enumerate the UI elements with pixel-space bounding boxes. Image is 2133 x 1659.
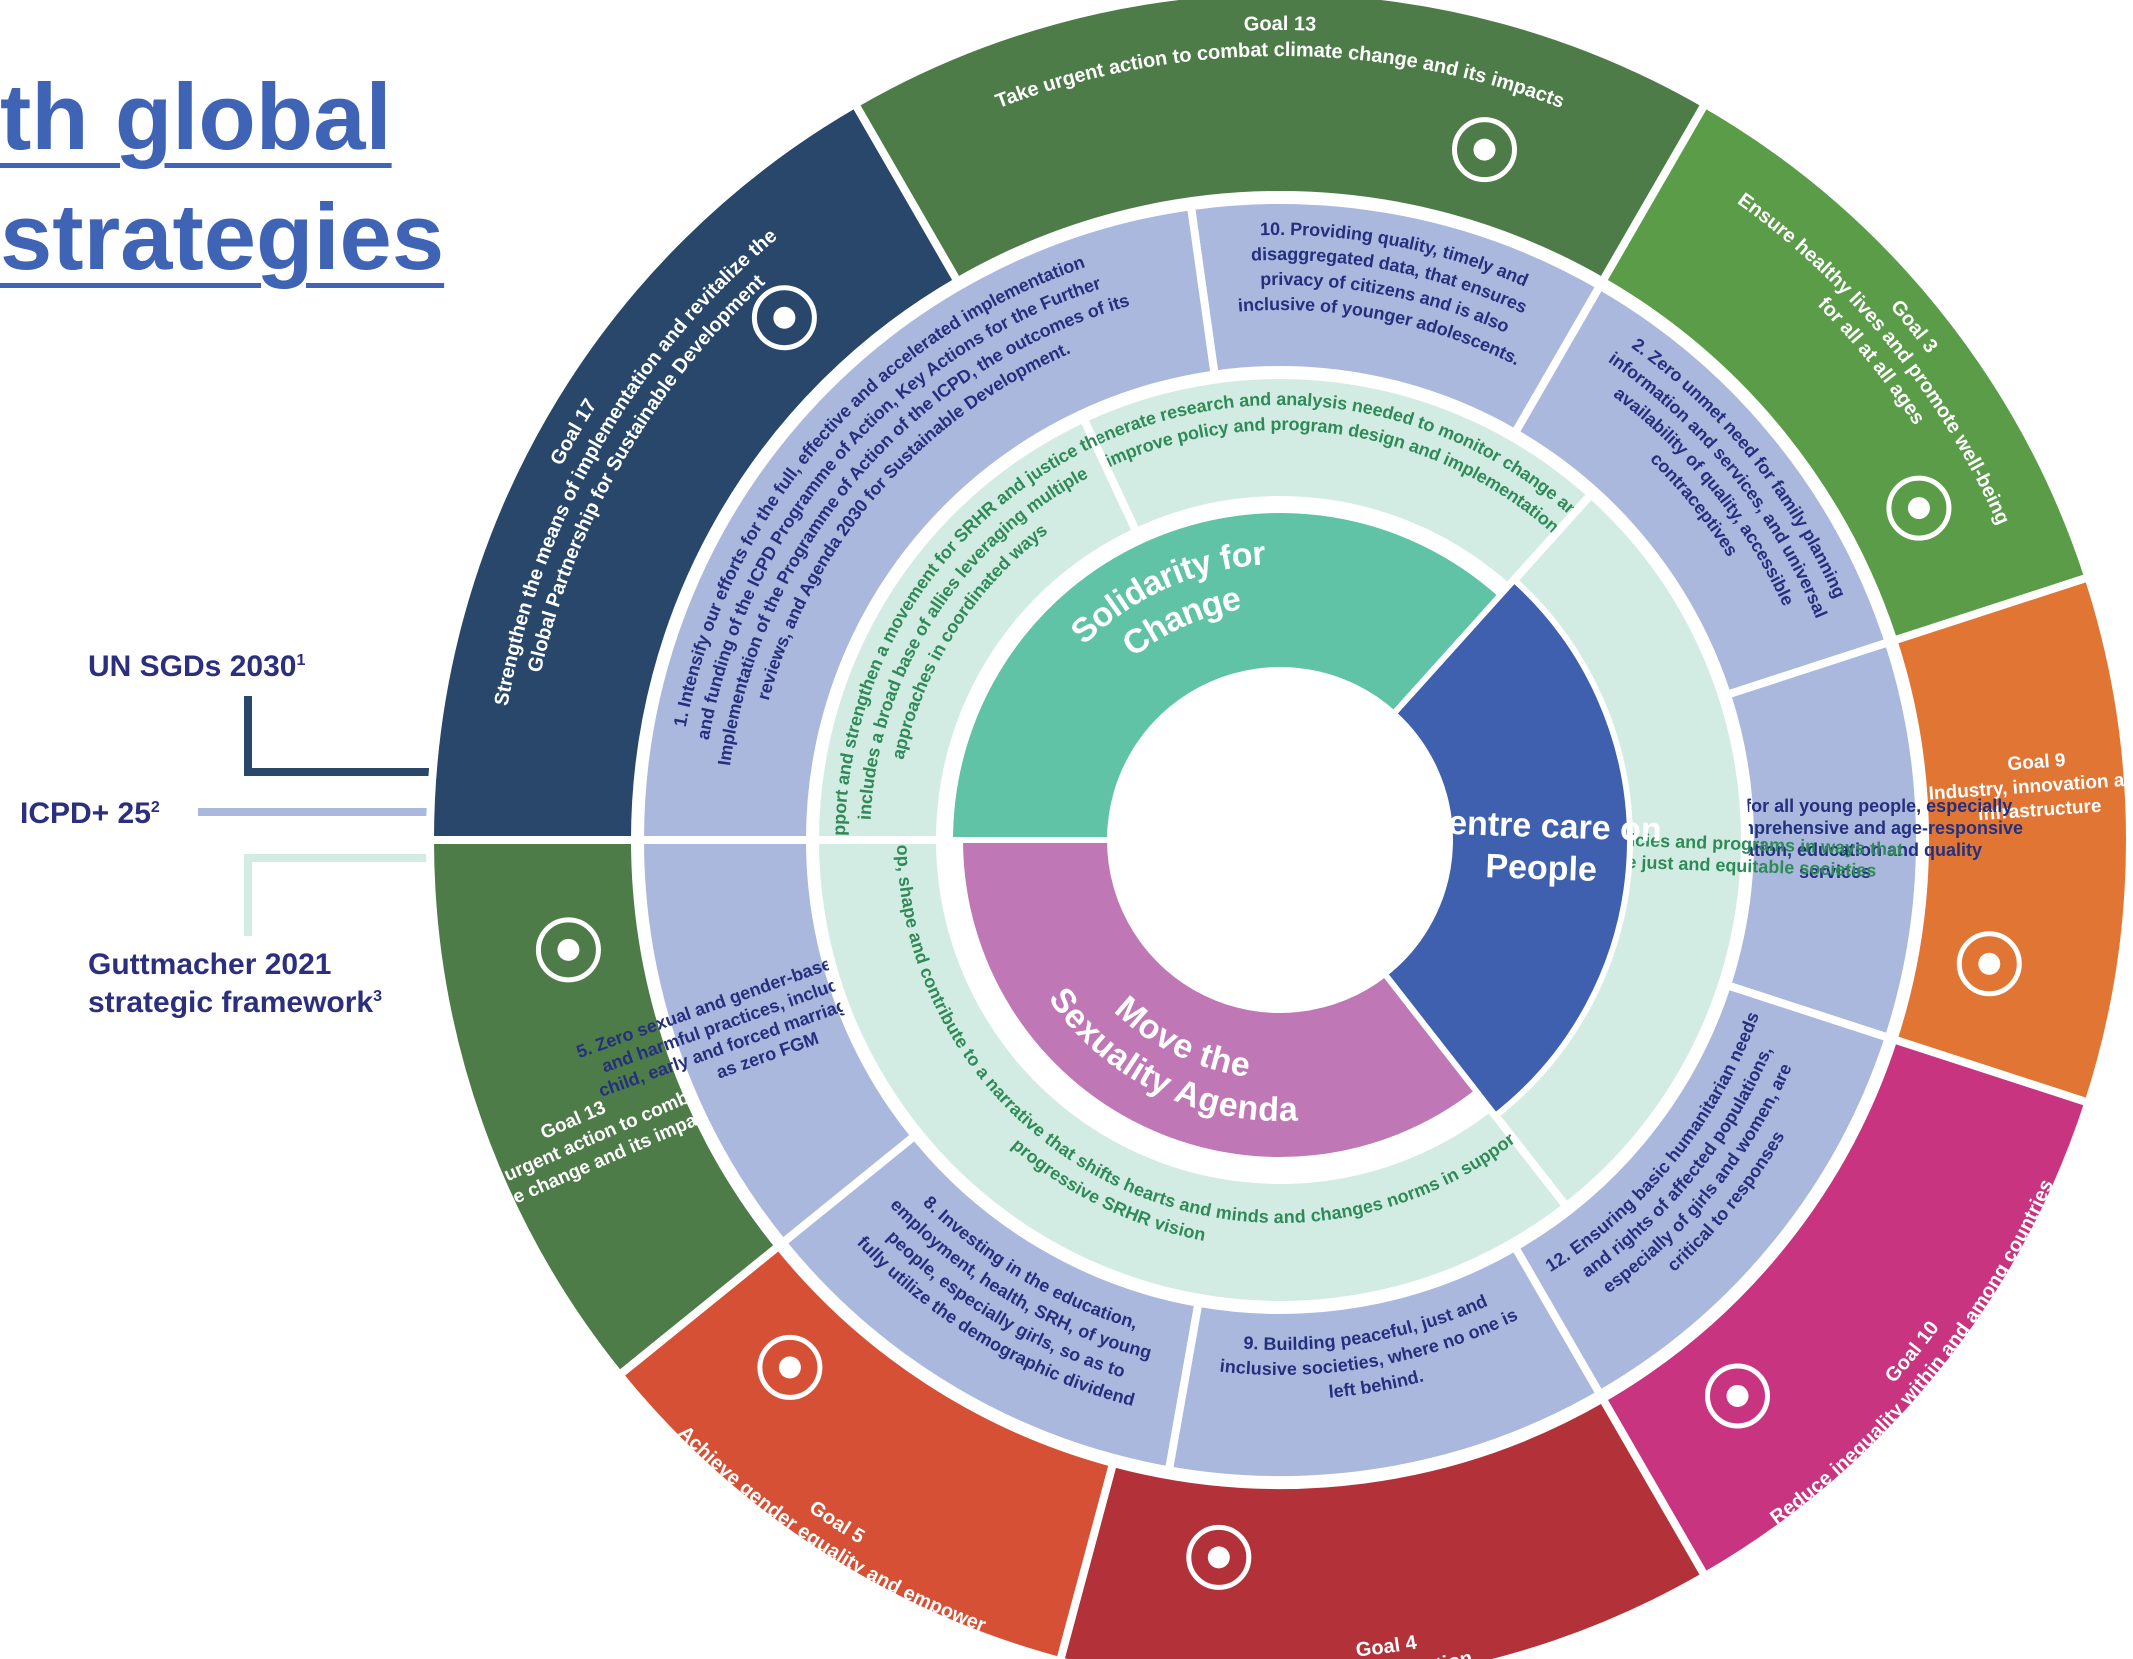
gutt-segment-shape bbox=[810, 413, 1142, 844]
legend-icpd-text: ICPD+ 25 bbox=[20, 797, 151, 830]
sdg-segment-shape bbox=[1056, 1393, 1711, 1659]
legend-guttmacher-line-2-wrap: strategic framework3 bbox=[88, 984, 382, 1022]
legend-sdg-text: UN SGDs 2030 bbox=[88, 650, 297, 683]
core-text-core-centre-line: People bbox=[1485, 847, 1598, 889]
legend-guttmacher-label: Guttmacher 2021 strategic framework3 bbox=[88, 946, 382, 1021]
icpd-text-icpd4-line: information, education and quality bbox=[1688, 840, 1982, 860]
gender-equality-icon bbox=[757, 1334, 823, 1400]
gutt-segment-shape bbox=[810, 836, 1572, 1309]
eye-globe-icon bbox=[1451, 117, 1517, 183]
icpd-segment-icpd9[interactable]: 9. Building peaceful, just andinclusive … bbox=[1164, 1241, 1606, 1484]
page-title-line-1[interactable]: th global bbox=[0, 64, 392, 169]
page-title-line-2[interactable]: strategies bbox=[0, 184, 445, 289]
icpd-segment-icpd10[interactable]: 10. Providing quality, timely anddisaggr… bbox=[1186, 196, 1606, 439]
heartbeat-icon bbox=[1886, 475, 1952, 541]
eye-globe-icon bbox=[535, 917, 601, 983]
legend-guttmacher-line-1: Guttmacher 2021 bbox=[88, 948, 332, 981]
sdg-segment-goal4[interactable]: Goal 4Quality education bbox=[1056, 1393, 1711, 1659]
core-text-core-centre-line: Centre care on bbox=[1423, 803, 1662, 849]
legend-icpd-label: ICPD+ 252 bbox=[20, 795, 160, 833]
book-icon bbox=[1186, 1524, 1252, 1590]
legend-sdg-label: UN SGDs 20301 bbox=[88, 648, 305, 686]
icpd-text-icpd4-line: services bbox=[1799, 862, 1871, 882]
cubes-icon bbox=[1956, 931, 2022, 997]
sdg-segment-shape bbox=[425, 98, 963, 844]
equality-arrows-icon bbox=[1704, 1363, 1770, 1429]
gutt-segment-shape bbox=[1078, 371, 1597, 593]
legend-guttmacher-footnote: 3 bbox=[373, 987, 383, 1005]
sdg-segment-shape bbox=[849, 0, 1711, 287]
flower-icon bbox=[751, 285, 817, 351]
sdg-goal-goal13-top-line: Goal 13 bbox=[1243, 13, 1316, 36]
icpd-segment-shape bbox=[635, 201, 1220, 844]
legend-sdg-footnote: 1 bbox=[296, 652, 306, 669]
legend-guttmacher-line-2: strategic framework bbox=[88, 985, 374, 1019]
sdg-text-goal9-line: Goal 9 bbox=[2007, 750, 2066, 775]
legend-icpd-footnote: 2 bbox=[150, 799, 160, 816]
center-hole bbox=[1110, 670, 1450, 1010]
